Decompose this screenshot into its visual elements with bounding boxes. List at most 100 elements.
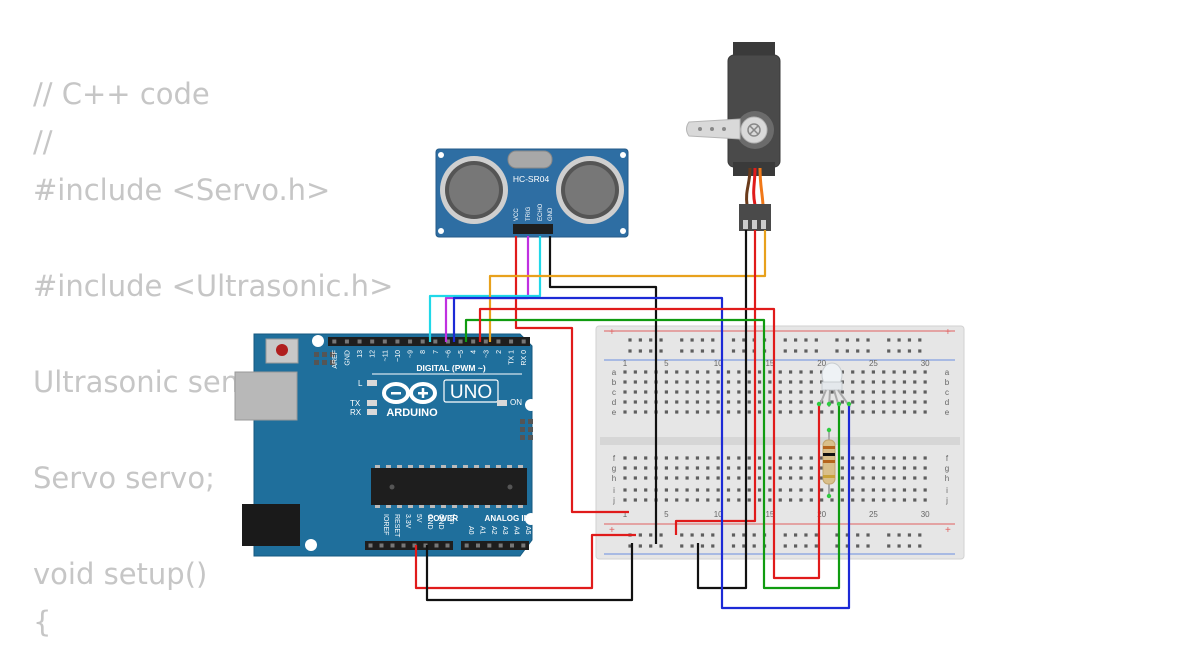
breadboard-hole[interactable] [706,380,710,384]
breadboard-hole[interactable] [923,466,927,470]
breadboard-hole[interactable] [830,488,834,492]
breadboard-hole[interactable] [706,400,710,404]
breadboard-hole[interactable] [892,380,896,384]
breadboard-hole[interactable] [747,476,751,480]
rail-hole[interactable] [835,349,839,353]
breadboard-hole[interactable] [778,390,782,394]
breadboard-hole[interactable] [633,498,637,502]
breadboard-hole[interactable] [902,380,907,384]
wire-echo[interactable] [428,236,542,342]
rail-hole[interactable] [700,338,705,342]
breadboard-hole[interactable] [706,410,710,414]
digital-pin-hole[interactable] [496,339,501,344]
rail-hole[interactable] [794,533,798,537]
breadboard-hole[interactable] [768,390,772,394]
breadboard-hole[interactable] [923,488,927,492]
breadboard-hole[interactable] [685,488,689,492]
power-pin-hole[interactable] [412,543,417,548]
breadboard-hole[interactable] [675,400,679,404]
breadboard-hole[interactable] [737,370,741,374]
breadboard-hole[interactable] [830,498,834,502]
breadboard-hole[interactable] [695,456,700,460]
breadboard-hole[interactable] [757,466,762,470]
breadboard-hole[interactable] [902,488,907,492]
breadboard-hole[interactable] [820,466,824,470]
breadboard-hole[interactable] [882,370,886,374]
rail-hole[interactable] [835,338,839,342]
rail-hole[interactable] [628,544,632,548]
breadboard-hole[interactable] [623,466,627,470]
breadboard-hole[interactable] [747,390,751,394]
breadboard-hole[interactable] [737,400,741,404]
breadboard-hole[interactable] [675,488,679,492]
rail-hole[interactable] [783,349,787,353]
breadboard-hole[interactable] [685,410,689,414]
rail-hole[interactable] [794,338,798,342]
breadboard-hole[interactable] [861,380,865,384]
rail-hole[interactable] [628,349,632,353]
breadboard-hole[interactable] [778,370,782,374]
breadboard-hole[interactable] [778,476,782,480]
digital-pin-hole[interactable] [433,339,438,344]
breadboard-hole[interactable] [716,466,720,470]
breadboard-hole[interactable] [799,488,803,492]
rail-hole[interactable] [918,338,922,342]
power-pin-hole[interactable] [423,543,428,548]
breadboard-hole[interactable] [706,370,710,374]
rail-hole[interactable] [918,533,922,537]
breadboard-hole[interactable] [820,498,824,502]
breadboard-hole[interactable] [923,380,927,384]
breadboard-hole[interactable] [851,390,855,394]
breadboard-hole[interactable] [871,466,875,470]
breadboard-hole[interactable] [633,370,637,374]
rail-hole[interactable] [907,544,912,548]
breadboard-hole[interactable] [892,466,896,470]
rail-hole[interactable] [711,533,715,537]
breadboard-hole[interactable] [675,476,679,480]
breadboard-hole[interactable] [726,410,731,414]
breadboard-hole[interactable] [768,476,772,480]
digital-pin-hole[interactable] [332,339,337,344]
breadboard-hole[interactable] [799,456,803,460]
breadboard-hole[interactable] [892,498,896,502]
breadboard-hole[interactable] [644,488,648,492]
breadboard-hole[interactable] [840,456,844,460]
servo-motor[interactable] [686,42,781,231]
breadboard-hole[interactable] [820,476,824,480]
breadboard-hole[interactable] [840,488,844,492]
rail-hole[interactable] [711,338,715,342]
rail-hole[interactable] [659,533,663,537]
breadboard-hole[interactable] [695,410,700,414]
breadboard-hole[interactable] [892,400,896,404]
breadboard-hole[interactable] [726,498,731,502]
breadboard-hole[interactable] [913,380,917,384]
breadboard-hole[interactable] [789,456,793,460]
breadboard-hole[interactable] [623,456,627,460]
rail-hole[interactable] [731,338,736,342]
resistor[interactable] [822,430,836,496]
rail-hole[interactable] [659,338,663,342]
breadboard-hole[interactable] [664,466,668,470]
breadboard-hole[interactable] [695,380,700,384]
breadboard-hole[interactable] [809,498,813,502]
breadboard-hole[interactable] [861,410,865,414]
breadboard-hole[interactable] [809,456,813,460]
breadboard-hole[interactable] [737,488,741,492]
breadboard-hole[interactable] [675,410,679,414]
breadboard-hole[interactable] [757,400,762,404]
analog-pin-hole[interactable] [464,543,469,548]
breadboard-hole[interactable] [861,498,865,502]
power-pin-hole[interactable] [401,543,406,548]
breadboard-hole[interactable] [820,456,824,460]
breadboard-hole[interactable] [892,370,896,374]
breadboard-hole[interactable] [778,410,782,414]
breadboard-hole[interactable] [820,410,824,414]
breadboard-hole[interactable] [716,380,720,384]
breadboard-hole[interactable] [664,476,668,480]
breadboard-hole[interactable] [830,410,834,414]
breadboard-hole[interactable] [685,370,689,374]
rail-hole[interactable] [700,533,705,537]
breadboard-hole[interactable] [695,498,700,502]
rail-hole[interactable] [783,544,787,548]
breadboard-hole[interactable] [778,498,782,502]
